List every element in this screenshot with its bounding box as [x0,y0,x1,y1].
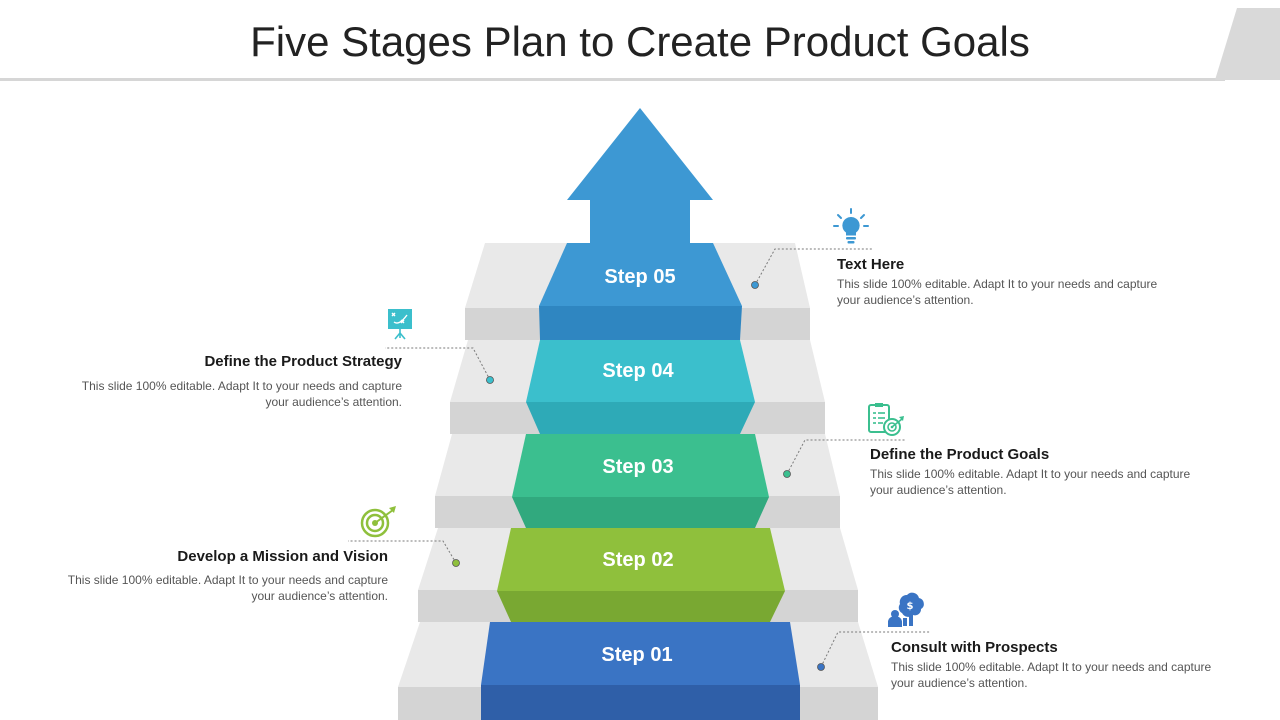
caption-4-body: This slide 100% editable. Adapt It to yo… [81,379,402,409]
caption-4-heading: Define the Product Strategy [204,353,402,370]
step-block-1 [481,622,800,720]
connector-dot-1 [817,663,825,671]
title-divider [0,78,1225,81]
connector-dot-3 [783,470,791,478]
connector-step-4 [385,347,491,381]
slide-title: Five Stages Plan to Create Product Goals [250,18,1030,65]
step-block-4 [526,340,755,434]
connector-step-5 [754,248,872,286]
connector-step-3 [786,439,905,475]
target-icon [360,506,396,538]
step-4-label: Step 04 [602,360,674,382]
step-block-3 [512,434,769,528]
step-2-label: Step 02 [602,549,674,571]
step-1-label: Step 01 [601,644,673,666]
connector-dot-4 [486,376,494,384]
checklist-target-icon [868,403,904,436]
step-5-label: Step 05 [604,266,676,288]
caption-5-heading: Text Here [837,256,905,273]
caption-5-body: This slide 100% editable. Adapt It to yo… [837,277,1158,307]
svg-text:$: $ [907,601,914,612]
corner-tab [1215,8,1280,80]
connector-dot-2 [452,559,460,567]
connector-dot-5 [751,281,759,289]
up-arrow [567,108,713,243]
step-block-2 [497,528,785,622]
money-brain-icon: $ [888,592,924,627]
caption-2-heading: Develop a Mission and Vision [177,548,388,565]
caption-3-body: This slide 100% editable. Adapt It to yo… [870,467,1191,497]
caption-3-heading: Define the Product Goals [870,446,1050,463]
lightbulb-icon [833,208,869,244]
connector-step-1 [820,631,930,668]
step-block-5 [539,243,742,340]
caption-1-heading: Consult with Prospects [891,639,1058,656]
step-3-label: Step 03 [602,456,674,478]
strategy-board-icon [388,309,412,340]
connector-step-2 [348,540,457,564]
caption-2-body: This slide 100% editable. Adapt It to yo… [67,573,388,603]
caption-1-body: This slide 100% editable. Adapt It to yo… [891,660,1212,690]
